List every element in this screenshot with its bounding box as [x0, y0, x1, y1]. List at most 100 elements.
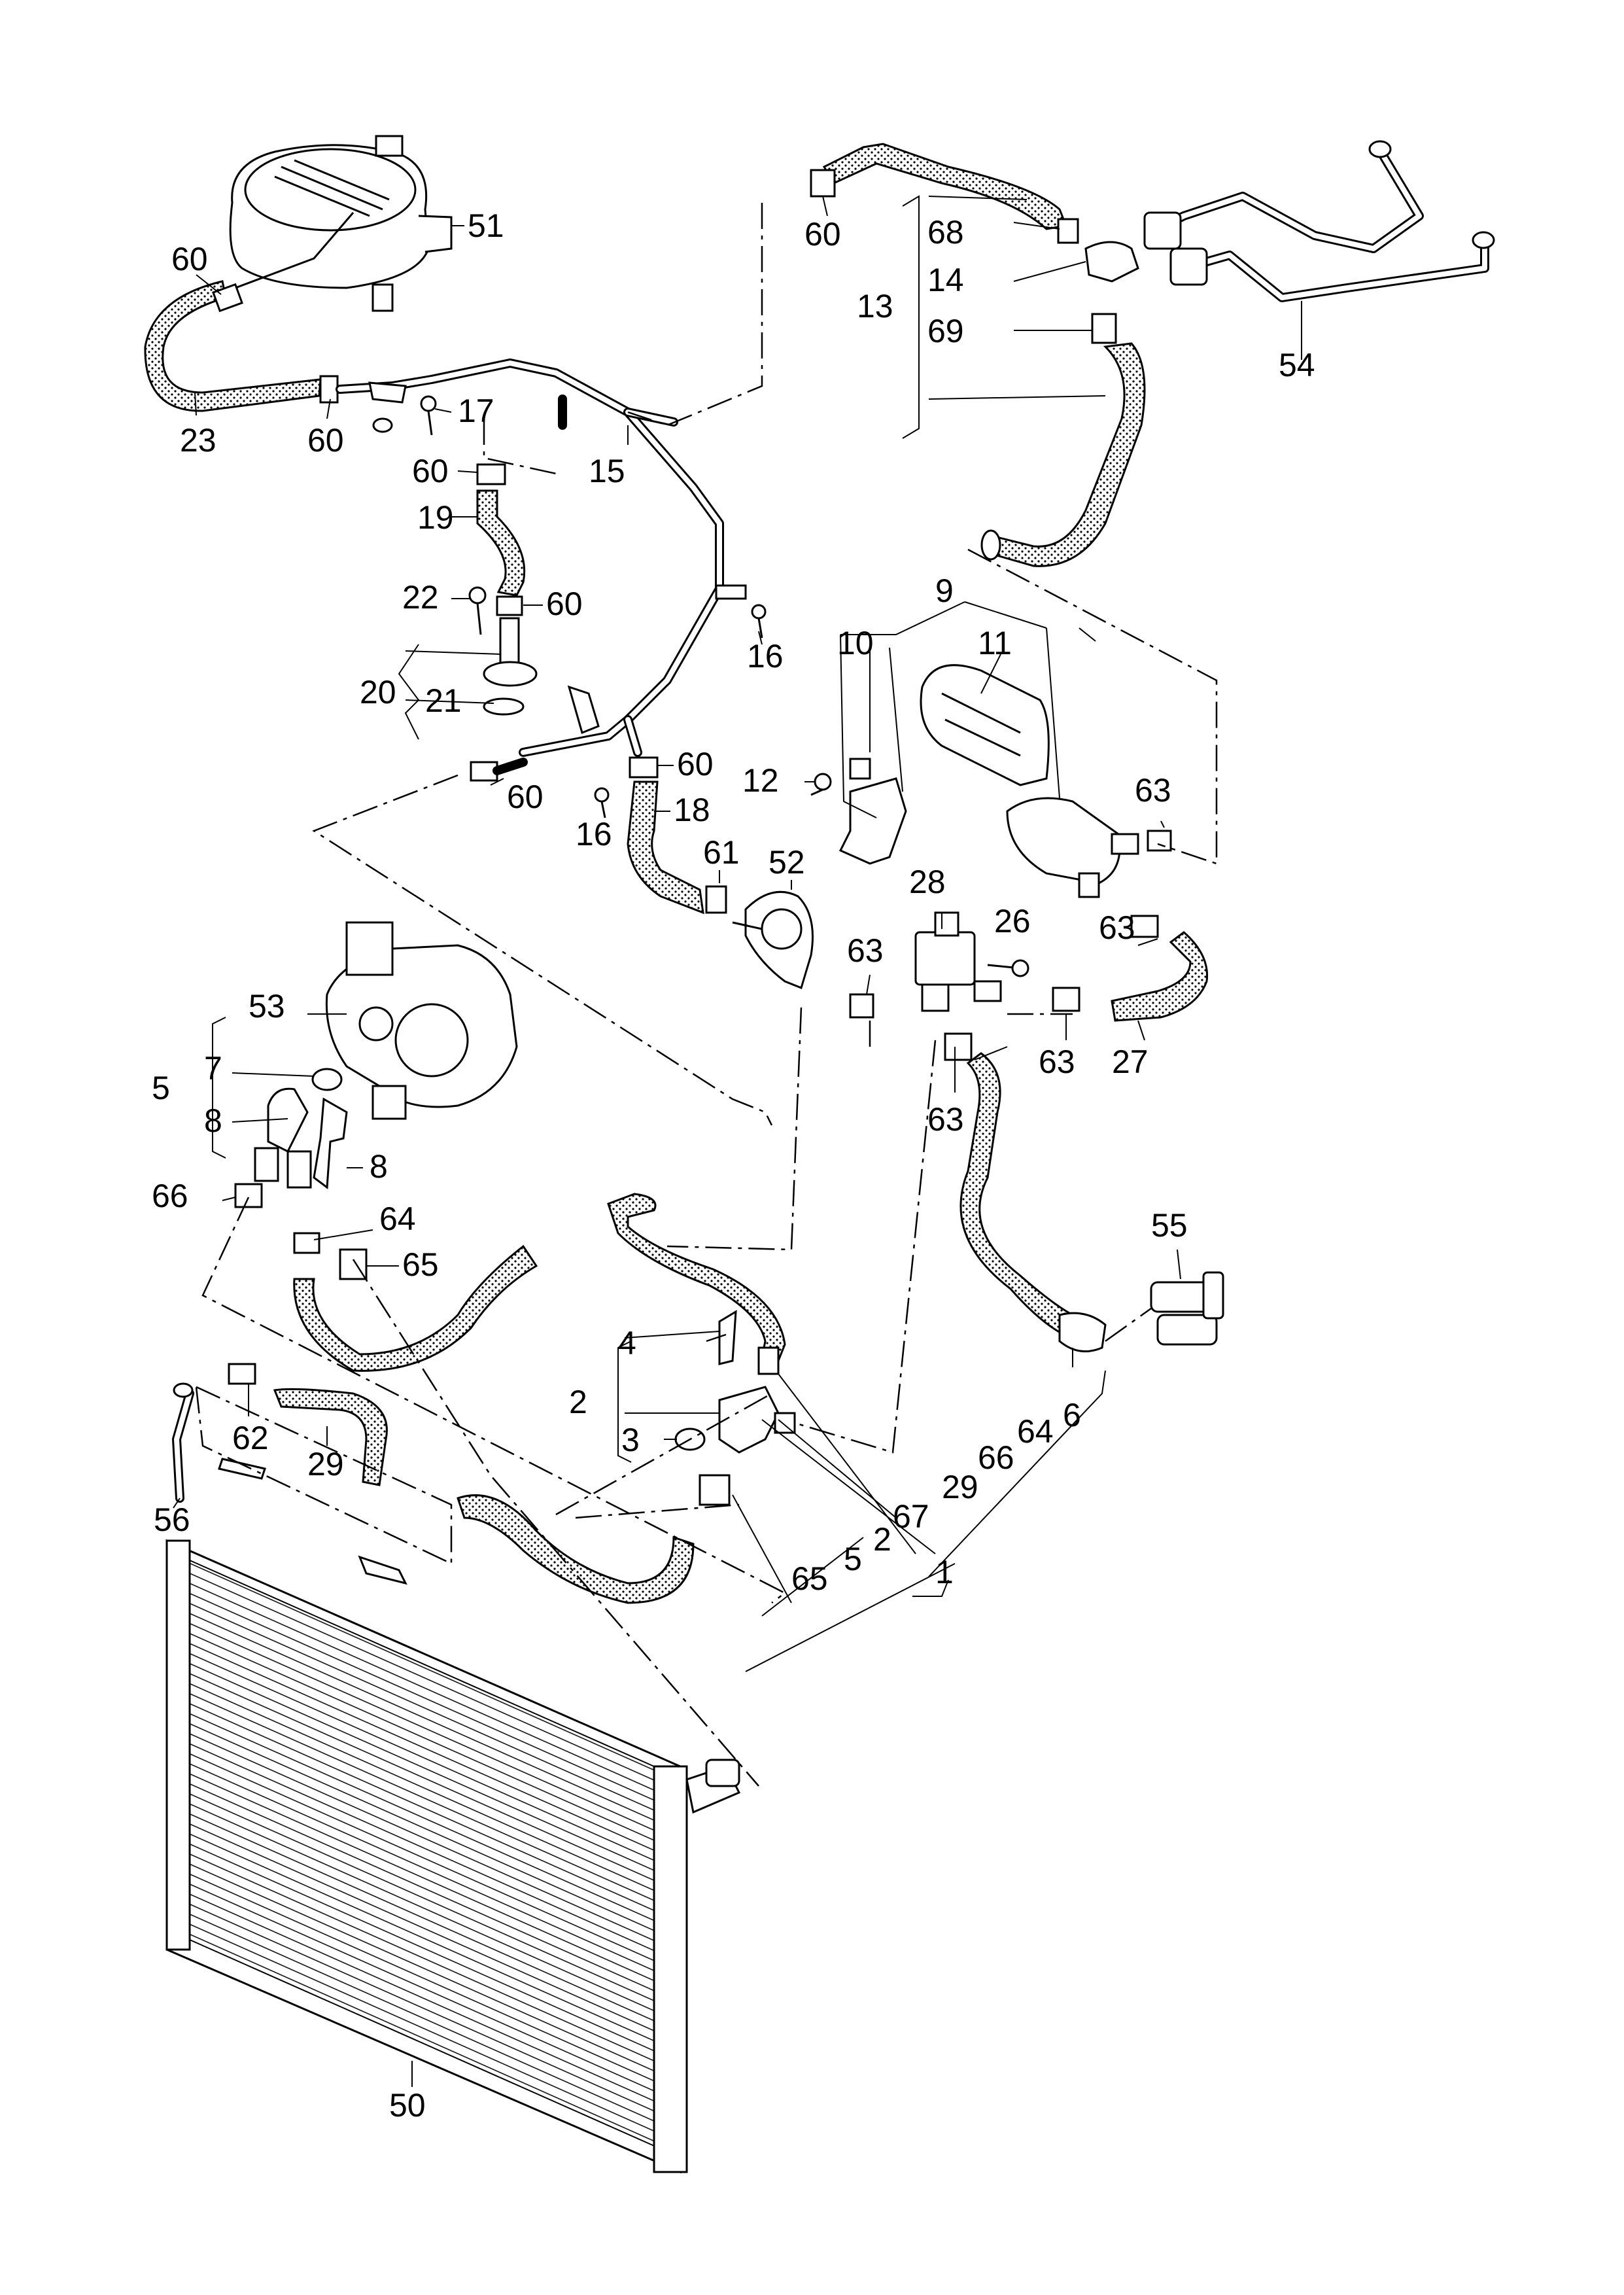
- heater-pipes-54: [1143, 140, 1495, 302]
- label-53: 53: [249, 988, 285, 1025]
- label-16-upper: 16: [747, 638, 784, 674]
- label-69: 69: [927, 313, 964, 349]
- label-64-left: 64: [379, 1200, 416, 1237]
- label-63-mid: 63: [1039, 1043, 1075, 1080]
- label-18: 18: [674, 792, 710, 828]
- bracket-10: [838, 758, 907, 865]
- label-28: 28: [909, 864, 946, 900]
- label-4: 4: [618, 1325, 636, 1361]
- bracket-4: [718, 1310, 737, 1365]
- pump-11-cover: [920, 664, 1050, 786]
- label-63-hose27: 63: [1099, 909, 1135, 946]
- label-15: 15: [589, 453, 625, 489]
- clamp-60-hose19-bottom: [496, 595, 523, 616]
- label-67: 67: [893, 1498, 929, 1535]
- bolt-17: [372, 395, 437, 436]
- label-2-right: 2: [873, 1521, 891, 1558]
- label-63-lower: 63: [927, 1101, 964, 1138]
- label-20: 20: [360, 674, 396, 710]
- label-66-left: 66: [152, 1178, 188, 1214]
- clamp-63-hose27-right: [1052, 987, 1080, 1012]
- hose-13-lower: [986, 342, 1146, 567]
- label-5-left: 5: [152, 1070, 170, 1106]
- label-29-left: 29: [307, 1446, 344, 1482]
- label-55: 55: [1151, 1207, 1188, 1244]
- label-22: 22: [402, 579, 439, 616]
- hose-62: [273, 1388, 388, 1486]
- pump-9: [1006, 797, 1139, 898]
- callout-lines: [173, 195, 1302, 2087]
- hose-27: [1111, 931, 1209, 1022]
- label-65-upper: 65: [402, 1246, 439, 1283]
- label-60-hose18: 60: [677, 746, 714, 782]
- label-27: 27: [1112, 1043, 1149, 1080]
- label-54: 54: [1279, 347, 1315, 383]
- bolt-12: [810, 773, 832, 796]
- leader-lines: [195, 203, 1218, 1787]
- label-19: 19: [417, 499, 454, 536]
- clamp-60-hose13: [810, 169, 836, 198]
- hose-19: [476, 489, 526, 597]
- thermostat-housing-53: [325, 921, 518, 1120]
- label-11: 11: [978, 625, 1012, 661]
- hose-23: [144, 280, 322, 412]
- label-2-left: 2: [569, 1384, 587, 1420]
- clamp-63-valve: [849, 993, 874, 1019]
- bolt-26: [987, 959, 1029, 977]
- clamp-65-lower: [699, 1474, 731, 1506]
- label-12: 12: [742, 762, 779, 799]
- label-50: 50: [389, 2087, 426, 2124]
- hose-upper-long: [607, 1193, 786, 1362]
- seal-7: [311, 1068, 343, 1091]
- label-56: 56: [154, 1501, 190, 1538]
- connector-55: [1150, 1271, 1224, 1346]
- label-60-pipe: 60: [307, 422, 344, 459]
- coolant-pipe-15: [336, 359, 747, 757]
- label-52: 52: [769, 844, 805, 881]
- radiator-50: [165, 1539, 741, 2174]
- label-13: 13: [857, 288, 893, 324]
- connector-14: [1057, 218, 1139, 344]
- clamp-63-hose27-top: [1130, 915, 1159, 938]
- label-29-right: 29: [942, 1469, 978, 1505]
- label-26: 26: [994, 903, 1031, 939]
- label-23: 23: [180, 422, 216, 459]
- clamp-63-lower: [944, 1032, 973, 1061]
- label-21: 21: [425, 682, 462, 719]
- clamp-60-tank: [212, 283, 243, 313]
- label-61: 61: [703, 834, 740, 871]
- hose-central: [457, 1494, 695, 1604]
- label-17: 17: [458, 393, 494, 429]
- label-60-top: 60: [804, 216, 841, 253]
- pipe-56: [172, 1382, 407, 1585]
- valve-28: [914, 911, 1002, 1012]
- clamp-63-pump: [1147, 830, 1172, 852]
- label-3: 3: [621, 1422, 640, 1458]
- label-1: 1: [935, 1554, 954, 1590]
- label-6: 6: [1063, 1397, 1081, 1433]
- label-51: 51: [468, 207, 504, 244]
- label-66-right: 66: [978, 1439, 1014, 1476]
- label-7: 7: [204, 1050, 222, 1087]
- label-8-right: 8: [370, 1148, 388, 1185]
- connector-66-right: [1058, 1312, 1107, 1353]
- label-65-lower: 65: [791, 1560, 828, 1597]
- label-60-hose19: 60: [412, 453, 449, 489]
- label-9: 9: [935, 572, 954, 609]
- hose-29: [293, 1244, 538, 1372]
- label-10: 10: [837, 625, 874, 661]
- bolt-16-upper: [751, 604, 767, 639]
- bolt-16-lower: [594, 787, 610, 818]
- expansion-tank: [229, 135, 453, 312]
- label-16-lower: 16: [576, 816, 612, 852]
- label-64-right: 64: [1017, 1413, 1054, 1450]
- clamp-66-left: [234, 1183, 263, 1208]
- label-5-right: 5: [844, 1541, 862, 1577]
- label-14: 14: [927, 262, 964, 298]
- clamp-60-hose18: [629, 756, 659, 779]
- label-62: 62: [232, 1420, 269, 1456]
- label-60-tank: 60: [171, 241, 208, 277]
- label-63-valve: 63: [847, 932, 884, 969]
- callout-labels: 51 60 23 60 17 60 15 19 22 60 16 20 21 6…: [152, 207, 1315, 2124]
